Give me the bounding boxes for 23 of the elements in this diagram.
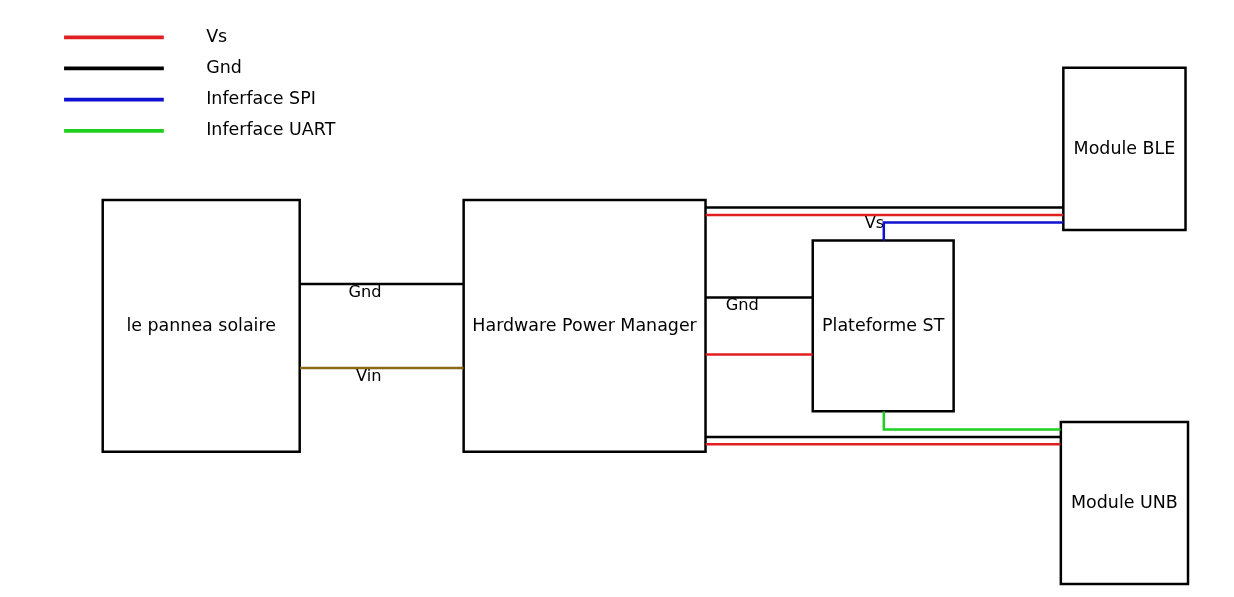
node-box: Plateforme ST	[811, 239, 955, 413]
connector	[882, 221, 1064, 241]
legend-label: Gnd	[206, 57, 242, 78]
connector	[299, 282, 464, 286]
node-box: Hardware Power Manager	[462, 198, 707, 454]
edge-label: Gnd	[348, 281, 382, 301]
node-box: Module BLE	[1062, 66, 1187, 232]
connector	[705, 296, 813, 299]
connector	[705, 206, 1064, 209]
node-box: le pannea solaire	[101, 198, 301, 454]
connector	[882, 411, 1061, 431]
edge-label: Vs	[864, 212, 885, 232]
connector	[705, 353, 813, 356]
connector	[705, 435, 1061, 439]
legend-label: Vs	[206, 25, 228, 46]
legend-label: Inferface SPI	[206, 88, 316, 109]
edge-label: Gnd	[725, 295, 759, 315]
legend-label: Inferface UART	[206, 119, 336, 140]
node-box: Module UNB	[1059, 420, 1190, 586]
connector	[705, 213, 1064, 217]
connector	[299, 366, 464, 370]
connector	[705, 443, 1061, 446]
edge-label: Vin	[355, 365, 382, 385]
